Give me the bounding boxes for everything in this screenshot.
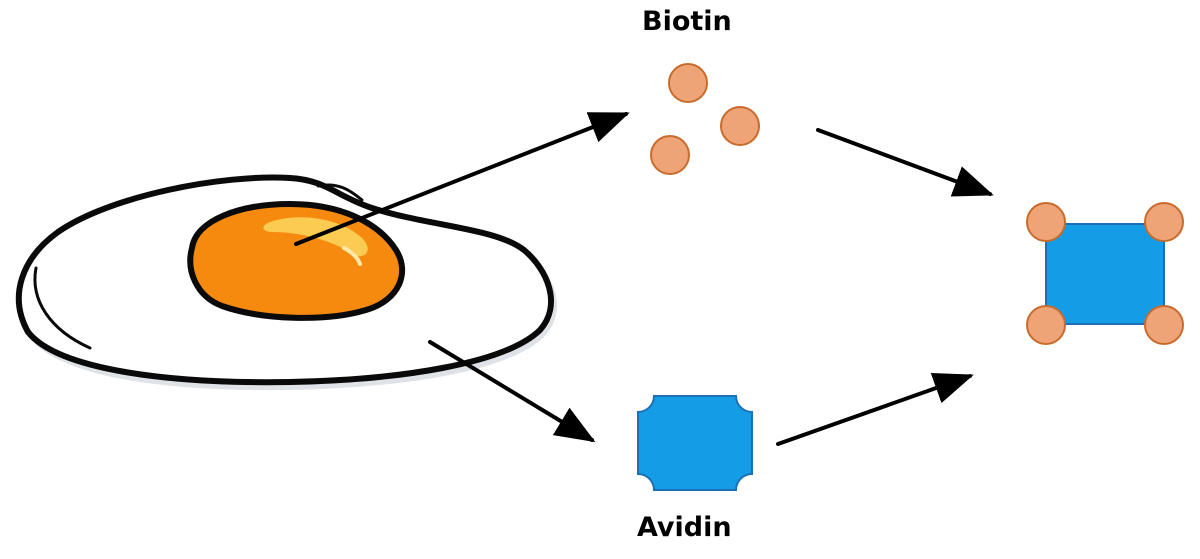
- egg-white-contour: [33, 266, 92, 350]
- avidin-label: Avidin: [637, 512, 732, 543]
- egg-yolk-shine: [342, 246, 362, 266]
- egg-white-contour-2: [316, 183, 364, 202]
- biotin-label: Biotin: [642, 6, 732, 37]
- fried-egg-icon: [15, 174, 558, 391]
- arrow-avidin-to-complex: [776, 372, 974, 446]
- arrow-yolk-to-biotin: [294, 112, 630, 246]
- avidin-biotin-complex: [1026, 202, 1184, 345]
- complex-biotin: [1026, 305, 1066, 345]
- avidin-protein: [637, 395, 753, 491]
- biotin-molecule: [720, 106, 760, 146]
- avidin-shape: [637, 395, 753, 491]
- complex-biotin: [1026, 202, 1066, 242]
- biotin-molecule: [650, 135, 690, 175]
- biotin-molecule: [668, 63, 708, 103]
- complex-biotin: [1144, 202, 1184, 242]
- complex-biotin: [1144, 305, 1184, 345]
- arrow-biotin-to-complex: [816, 128, 994, 197]
- arrows: [294, 112, 994, 446]
- complex-avidin: [1045, 223, 1165, 325]
- biotin-molecules: [650, 63, 760, 175]
- arrow-white-to-avidin: [428, 340, 596, 443]
